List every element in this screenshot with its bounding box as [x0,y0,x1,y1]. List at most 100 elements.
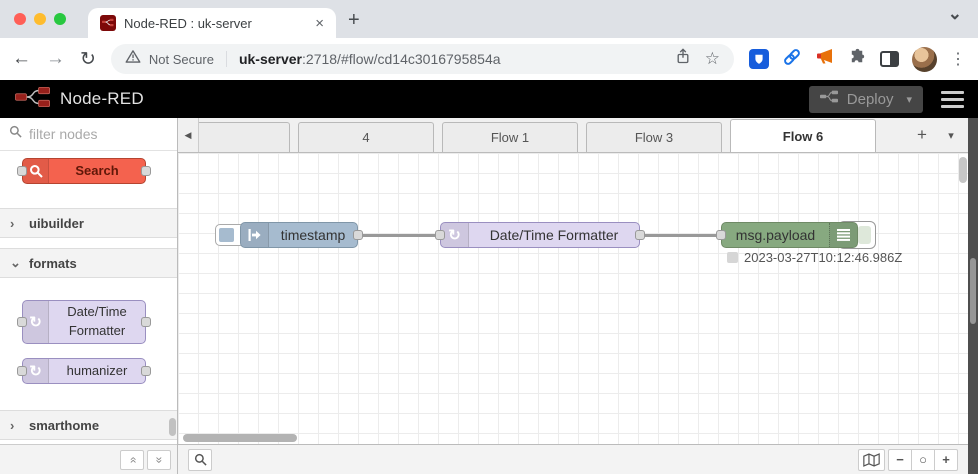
add-flow-button[interactable]: + [917,125,927,144]
palette-footer: » » [0,444,177,474]
main-menu-icon[interactable] [941,90,964,108]
workspace: ◀ 2 4 Flow 1 Flow 3 Flow 6 + ▾ [178,118,968,474]
close-window-button[interactable] [14,13,26,25]
url-text: uk-server:2718/#flow/cd14c3016795854a [239,51,667,67]
flow-tabs: 2 4 Flow 1 Flow 3 Flow 6 [199,118,906,152]
flow-node-datetime-formatter[interactable]: ↻ Date/Time Formatter [435,222,645,248]
side-panel-icon[interactable] [880,51,899,67]
password-manager-extension-icon[interactable] [749,49,769,69]
category-uibuilder-label: uibuilder [29,215,84,231]
sidebar-resize-bar[interactable] [968,118,978,474]
browser-tab-title: Node-RED : uk-server [124,15,252,31]
wire-formatter-to-debug[interactable] [636,234,726,237]
category-smarthome[interactable]: › smarthome [0,410,177,440]
canvas-search-button[interactable] [188,448,212,471]
search-node-icon [23,159,49,183]
canvas-vertical-scrollbar[interactable] [959,157,967,183]
datetime-formatter-label: Date/Time Formatter [67,304,127,338]
humanizer-icon: ↻ [23,359,49,383]
deploy-label: Deploy [846,90,894,108]
flow-tab-flow6-active[interactable]: Flow 6 [730,119,876,152]
output-port[interactable] [353,230,363,240]
zoom-out-button[interactable]: − [888,448,912,471]
zoom-controls: − ○ + [888,448,958,471]
main-area: Search › uibuilder ⌄ formats ↻ Date/Time… [0,118,978,474]
flow-list-caret-icon[interactable]: ▾ [948,129,954,142]
flow-node-inject-timestamp[interactable]: timestamp [240,222,363,248]
deploy-icon [819,90,838,108]
flow-tab-bar: ◀ 2 4 Flow 1 Flow 3 Flow 6 + ▾ [178,118,968,153]
extensions-puzzle-icon[interactable] [848,47,867,71]
forward-button[interactable]: → [46,48,65,69]
humanizer-label: humanizer [66,362,128,378]
tab-scroll-left-button[interactable]: ◀ [178,118,199,152]
not-secure-warning-icon[interactable] [125,49,141,69]
bookmark-star-icon[interactable]: ☆ [704,49,720,68]
inject-trigger-button[interactable] [215,224,245,246]
node-red-brand: Node-RED [60,89,144,108]
chevron-down-icon: ⌄ [10,255,21,270]
search-node-label: Search [75,162,119,178]
flow-tab-4[interactable]: 4 [298,122,434,152]
double-chevron-up-icon: » [125,456,139,463]
deploy-options-caret-icon[interactable]: ▾ [906,93,912,106]
megaphone-extension-icon[interactable] [815,48,835,70]
filter-nodes-input[interactable] [29,126,154,142]
input-port[interactable] [716,230,726,240]
link-extension-icon[interactable] [782,47,802,72]
flow-tab-2[interactable]: 2 [199,122,290,152]
category-formats[interactable]: ⌄ formats [0,248,177,278]
category-uibuilder[interactable]: › uibuilder [0,208,177,238]
flow-canvas[interactable]: timestamp ↻ Date/Time Formatter msg.payl… [178,153,968,444]
input-port[interactable] [435,230,445,240]
not-secure-label: Not Secure [148,51,214,67]
zoom-in-button[interactable]: + [934,448,958,471]
browser-menu-icon[interactable]: ⋮ [950,51,966,68]
extensions-row: ⋮ [749,46,966,72]
address-bar[interactable]: Not Secure uk-server:2718/#flow/cd14c301… [110,44,734,74]
datetime-formatter-icon: ↻ [23,301,49,343]
deploy-button[interactable]: Deploy ▾ [808,85,923,113]
navigator-map-button[interactable] [858,448,885,471]
debug-status-dot [727,252,738,263]
palette-sidebar: Search › uibuilder ⌄ formats ↻ Date/Time… [0,118,178,474]
node-red-favicon [100,15,116,31]
inject-node-label: timestamp [280,227,346,243]
datetime-formatter-icon: ↻ [441,223,469,247]
wire-inject-to-formatter[interactable] [354,234,446,237]
minimize-window-button[interactable] [34,13,46,25]
palette-scrollbar-thumb[interactable] [169,418,176,436]
palette-node-humanizer[interactable]: ↻ humanizer [17,358,151,384]
formatter-node-label: Date/Time Formatter [489,227,619,243]
palette-filter [0,118,177,151]
flow-tab-flow3[interactable]: Flow 3 [586,122,722,152]
palette-node-datetime-formatter[interactable]: ↻ Date/Time Formatter [17,300,151,344]
tab-search-chevron-icon[interactable]: ⌄ [947,4,962,23]
palette-node-search[interactable]: Search [17,158,151,184]
browser-tab[interactable]: Node-RED : uk-server × [88,8,336,38]
inject-icon [241,223,269,247]
flow-tab-flow1[interactable]: Flow 1 [442,122,578,152]
profile-avatar[interactable] [912,46,937,72]
url-path: :2718/#flow/cd14c3016795854a [302,51,501,67]
fullscreen-window-button[interactable] [54,13,66,25]
new-tab-button[interactable]: + [348,9,360,31]
node-red-header: Node-RED Deploy ▾ [0,80,978,118]
debug-node-label: msg.payload [735,227,816,243]
close-tab-icon[interactable]: × [315,14,324,32]
sidebar-grip-handle[interactable] [970,258,976,324]
category-smarthome-label: smarthome [29,417,100,433]
reload-button[interactable]: ↻ [80,48,96,70]
address-divider [225,51,227,67]
share-icon[interactable] [675,48,691,70]
output-port[interactable] [635,230,645,240]
zoom-reset-button[interactable]: ○ [911,448,935,471]
palette-scroll: Search › uibuilder ⌄ formats ↻ Date/Time… [0,151,177,444]
expand-all-categories-button[interactable]: » [147,449,171,470]
flow-node-debug-msg-payload[interactable]: msg.payload [716,222,858,248]
canvas-horizontal-scrollbar[interactable] [183,434,297,442]
collapse-all-categories-button[interactable]: » [120,449,144,470]
back-button[interactable]: ← [12,48,31,69]
debug-status-text: 2023-03-27T10:12:46.986Z [744,250,903,265]
